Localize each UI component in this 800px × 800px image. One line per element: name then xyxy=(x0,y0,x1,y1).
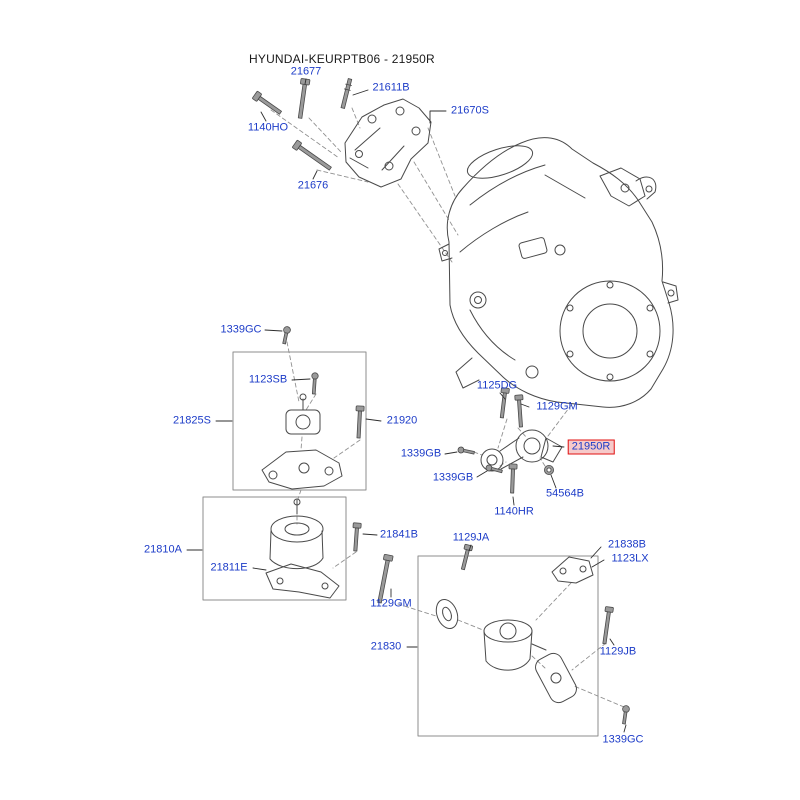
part-label-21811e-21[interactable]: 21811E xyxy=(210,561,248,574)
bolt-1140ho-icon xyxy=(252,91,282,115)
part-label-1339gb-11[interactable]: 1339GB xyxy=(400,447,442,460)
part-label-21611b-1[interactable]: 21611B xyxy=(372,81,410,94)
part-label-1339gb-13[interactable]: 1339GB xyxy=(432,471,474,484)
part-label-21676-4[interactable]: 21676 xyxy=(297,179,329,192)
part-label-21670s-2[interactable]: 21670S xyxy=(451,104,489,117)
bracket-21670s-drawing xyxy=(344,98,432,188)
part-label-1140hr-15[interactable]: 1140HR xyxy=(494,505,534,518)
assembly-box-21830 xyxy=(417,555,599,737)
part-label-1339gc-25[interactable]: 1339GC xyxy=(602,733,644,746)
bolt-1129jb-icon xyxy=(602,606,614,645)
part-label-1123sb-6[interactable]: 1123SB xyxy=(248,373,288,386)
bolt-1123sb-icon xyxy=(311,372,319,395)
mount-21825s-drawing xyxy=(261,393,343,490)
part-label-54564b-14[interactable]: 54564B xyxy=(546,487,584,500)
screw-1339gc-bottom-icon xyxy=(622,705,630,725)
stud-21611b-icon xyxy=(340,78,353,109)
part-label-21920-8[interactable]: 21920 xyxy=(386,414,418,427)
bolt-1129gm-top-icon xyxy=(514,394,524,428)
bolt-21841b-icon xyxy=(352,522,362,552)
part-label-1125dg-9[interactable]: 1125DG xyxy=(476,379,518,392)
part-label-21810a-20[interactable]: 21810A xyxy=(144,543,182,556)
part-label-1129gm-10[interactable]: 1129GM xyxy=(536,400,578,413)
bolt-1129ja-icon xyxy=(460,543,474,571)
bolt-1140hr-icon xyxy=(508,463,518,494)
part-label-1129ja-17[interactable]: 1129JA xyxy=(452,531,490,544)
part-label-1129gm-22[interactable]: 1129GM xyxy=(370,597,412,610)
engine-block-drawing xyxy=(438,137,679,408)
bolt-1129gm-long-icon xyxy=(377,553,394,604)
part-label-1129jb-24[interactable]: 1129JB xyxy=(599,645,637,658)
bolt-1339gb-a-icon xyxy=(457,446,475,455)
diagram-title: HYUNDAI-KEURPTB06 - 21950R xyxy=(249,52,435,66)
part-label-1123lx-19[interactable]: 1123LX xyxy=(611,552,649,565)
bracket-21838b-drawing xyxy=(551,556,594,584)
bolt-1339gb-b-icon xyxy=(485,464,503,474)
part-label-21838b-18[interactable]: 21838B xyxy=(608,538,646,551)
bolt-21676-icon xyxy=(292,140,332,171)
nut-54564b-icon xyxy=(544,465,554,475)
fasteners xyxy=(252,78,630,725)
mount-21810a-drawing xyxy=(265,498,340,599)
assembly-box-21810a xyxy=(202,496,347,601)
leader-lines xyxy=(186,78,627,733)
part-label-1339gc-5[interactable]: 1339GC xyxy=(220,323,262,336)
bolt-21920-icon xyxy=(355,405,365,439)
part-label-21841b-16[interactable]: 21841B xyxy=(380,528,418,541)
part-label-21950r-12[interactable]: 21950R xyxy=(567,439,615,455)
part-label-21830-23[interactable]: 21830 xyxy=(370,640,402,653)
screw-1339gc-top-icon xyxy=(282,326,291,345)
roll-rod-21950r-drawing xyxy=(480,429,563,472)
assembly-box-21825s xyxy=(232,351,367,491)
part-label-21677-0[interactable]: 21677 xyxy=(290,65,322,78)
part-label-1140ho-3[interactable]: 1140HO xyxy=(247,121,289,134)
part-label-21825s-7[interactable]: 21825S xyxy=(173,414,211,427)
bolt-21677-icon xyxy=(297,78,311,119)
mount-21830-drawing xyxy=(435,598,577,704)
